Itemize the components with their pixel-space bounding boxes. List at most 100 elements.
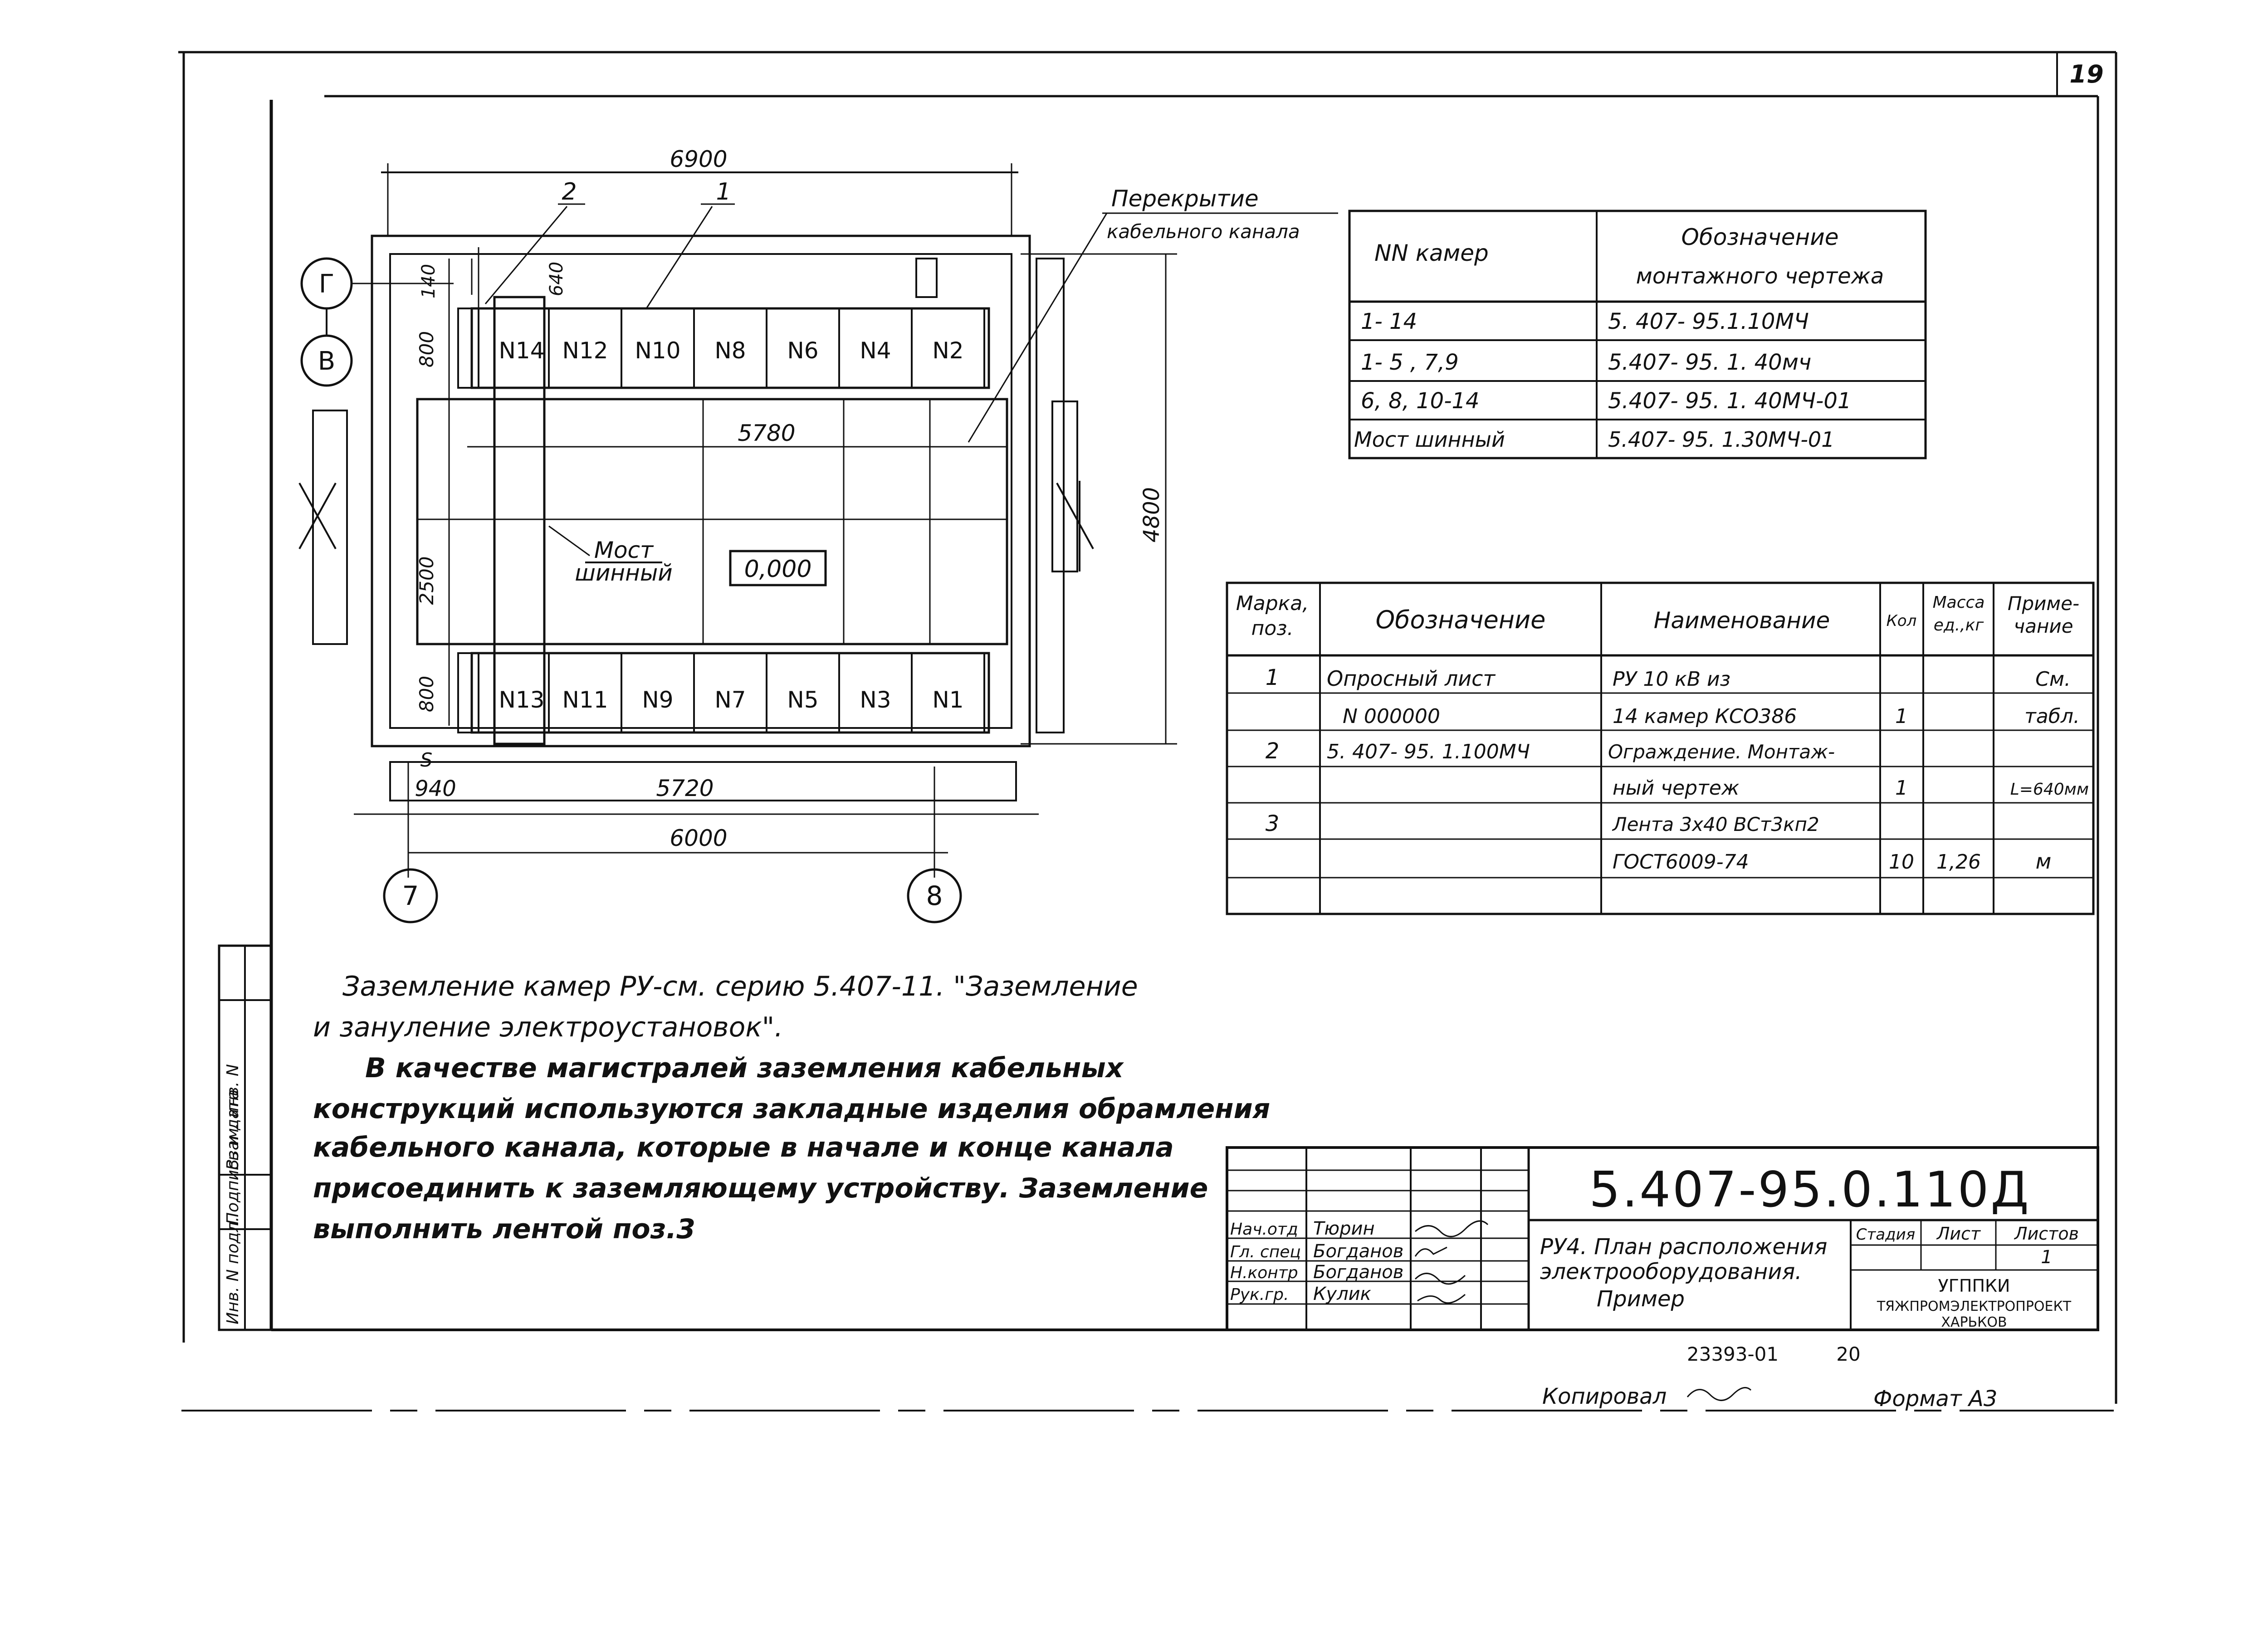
role-label: Н.контр <box>1230 1264 1298 1282</box>
spec-header-mark-2: поз. <box>1251 617 1293 640</box>
dim-800-top: 800 <box>415 331 438 367</box>
chamber-label: N10 <box>635 337 680 364</box>
bridge-label-1: Мост <box>594 537 654 563</box>
chambers-header-1: NN камер <box>1374 240 1489 266</box>
room-outline <box>371 234 1031 747</box>
spec-header-note-1: Приме- <box>2008 592 2079 615</box>
spec-cell: РУ 10 кВ из <box>1613 668 1730 691</box>
spec-cell: См. <box>2035 668 2071 691</box>
sheets-value: 1 <box>2041 1247 2052 1268</box>
chambers-cell: 5.407- 95. 1. 40мч <box>1608 350 1811 375</box>
note-line: В качестве магистралей заземления кабель… <box>365 1052 1124 1084</box>
person-name: Богданов <box>1313 1262 1403 1283</box>
chambers-cell: 5. 407- 95.1.10МЧ <box>1608 309 1809 334</box>
cable-channel <box>416 398 1008 645</box>
dim-800-bottom: 800 <box>415 676 438 712</box>
archive-strip: Инв. N подл. Подпись и дата Взам. инв. N <box>218 944 273 1331</box>
chambers-cell: 1- 14 <box>1361 309 1417 334</box>
dim-5780: 5780 <box>738 420 795 446</box>
spec-cell: ный чертеж <box>1613 777 1740 800</box>
archive-label-replace: Взам. инв. N <box>224 1064 242 1170</box>
spec-table-body: 1 Опросный лист РУ 10 кВ из См. N 000000… <box>1266 665 2089 874</box>
archive-label-sign: Подпись и дата <box>224 1089 242 1225</box>
note-line: Заземление камер РУ-см. серию 5.407-11. … <box>342 971 1138 1002</box>
chamber-label: N14 <box>499 337 544 364</box>
axis-V: В <box>318 347 335 376</box>
archive-label-inv: Инв. N подл. <box>224 1216 242 1324</box>
chambers-header-2a: Обозначение <box>1681 224 1839 250</box>
spec-cell: Ограждение. Монтаж- <box>1608 741 1835 763</box>
spec-cell: табл. <box>2024 705 2080 728</box>
spec-cell: ГОСТ6009-74 <box>1613 850 1749 874</box>
format-label: Формат А3 <box>1873 1386 1997 1411</box>
callout-1: 1 <box>716 178 731 205</box>
chamber-label: N9 <box>642 687 673 713</box>
spec-cell: 10 <box>1889 850 1914 874</box>
spec-cell: Лента 3х40 ВСт3кп2 <box>1612 813 1819 835</box>
title-line-1: РУ4. План расположения <box>1540 1234 1827 1260</box>
note-line: присоединить к заземляющему устройству. … <box>313 1172 1208 1204</box>
role-label: Рук.гр. <box>1230 1285 1289 1304</box>
axis-markers <box>300 257 962 923</box>
signature-scribble <box>1415 1220 1489 1237</box>
dim-4800: 4800 <box>1139 487 1164 542</box>
spec-header-note-2: чание <box>2014 615 2073 637</box>
spec-header-mass-1: Масса <box>1933 593 1985 612</box>
spec-cell: 1,26 <box>1936 850 1981 874</box>
chamber-label: N13 <box>499 687 544 713</box>
approval-rows: Нач.отд Гл. спец Н.контр Рук.гр. Тюрин Б… <box>1230 1218 1489 1304</box>
covering-label-1: Перекрытие <box>1111 186 1259 212</box>
person-name: Тюрин <box>1313 1218 1375 1239</box>
covering-label-2: кабельного канала <box>1107 220 1300 243</box>
spec-cell: N 000000 <box>1343 705 1440 728</box>
chambers-cell: 6, 8, 10-14 <box>1361 388 1480 414</box>
dim-6900: 6900 <box>670 146 727 172</box>
copied-label: Копировал <box>1542 1384 1667 1409</box>
equipment-plan: N14 N12 N10 N8 N6 N4 N2 N13 N11 N9 N7 N5… <box>298 146 1338 923</box>
chamber-label: N12 <box>562 337 608 364</box>
spec-cell: 5. 407- 95. 1.100МЧ <box>1327 740 1530 763</box>
org-line-2: ТЯЖПРОМЭЛЕКТРОПРОЕКТ <box>1877 1299 2072 1314</box>
bus-bridge <box>493 296 546 745</box>
order-number: 23393-01 <box>1687 1343 1779 1365</box>
note-line: выполнить лентой поз.3 <box>313 1213 695 1245</box>
signature-scribble <box>1414 1246 1447 1257</box>
spec-header-mass-2: ед.,кг <box>1934 616 1984 635</box>
chambers-cell: Мост шинный <box>1354 427 1505 452</box>
chamber-label: N4 <box>860 337 891 364</box>
callout-2: 2 <box>562 178 577 205</box>
level-mark: 0,000 <box>744 556 812 583</box>
person-name: Богданов <box>1313 1241 1403 1262</box>
axis-7: 7 <box>402 880 419 911</box>
stage-label: Стадия <box>1856 1226 1915 1244</box>
chamber-label: N7 <box>714 687 746 713</box>
dim-5720: 5720 <box>656 775 714 801</box>
doc-code: 5.407-95.0.110Д <box>1589 1162 2030 1218</box>
spec-header-name: Наименование <box>1654 607 1830 634</box>
sheet-number: 19 <box>2069 60 2103 88</box>
title-line-2: электрооборудования. <box>1540 1259 1802 1284</box>
spec-cell: 14 камер КСО386 <box>1613 705 1797 728</box>
spec-cell: 1 <box>1895 777 1908 800</box>
note-line: конструкций используются закладные издел… <box>313 1093 1270 1125</box>
dim-s: S <box>420 749 433 771</box>
axis-8: 8 <box>926 880 943 911</box>
dimension-lines <box>354 163 1338 878</box>
chambers-cell: 5.407- 95. 1.30МЧ-01 <box>1608 427 1834 452</box>
notes-block: Заземление камер РУ-см. серию 5.407-11. … <box>313 971 1270 1245</box>
chambers-cell: 5.407- 95. 1. 40МЧ-01 <box>1608 388 1851 414</box>
signature-scribble <box>1414 1273 1466 1285</box>
spec-table <box>1226 581 2095 915</box>
chamber-label: N5 <box>787 687 818 713</box>
bridge-label-2: шинный <box>575 560 673 586</box>
chamber-label: N6 <box>787 337 818 364</box>
note-line: кабельного канала, которые в начале и ко… <box>313 1132 1174 1163</box>
spec-cell: L=640мм <box>2010 780 2089 799</box>
spec-cell: 2 <box>1266 738 1280 764</box>
dim-2500: 2500 <box>415 557 438 605</box>
sheet-label: Лист <box>1936 1224 1981 1244</box>
spec-header-designation: Обозначение <box>1376 606 1546 634</box>
page-number: 20 <box>1836 1343 1860 1365</box>
chamber-label: N11 <box>562 687 608 713</box>
